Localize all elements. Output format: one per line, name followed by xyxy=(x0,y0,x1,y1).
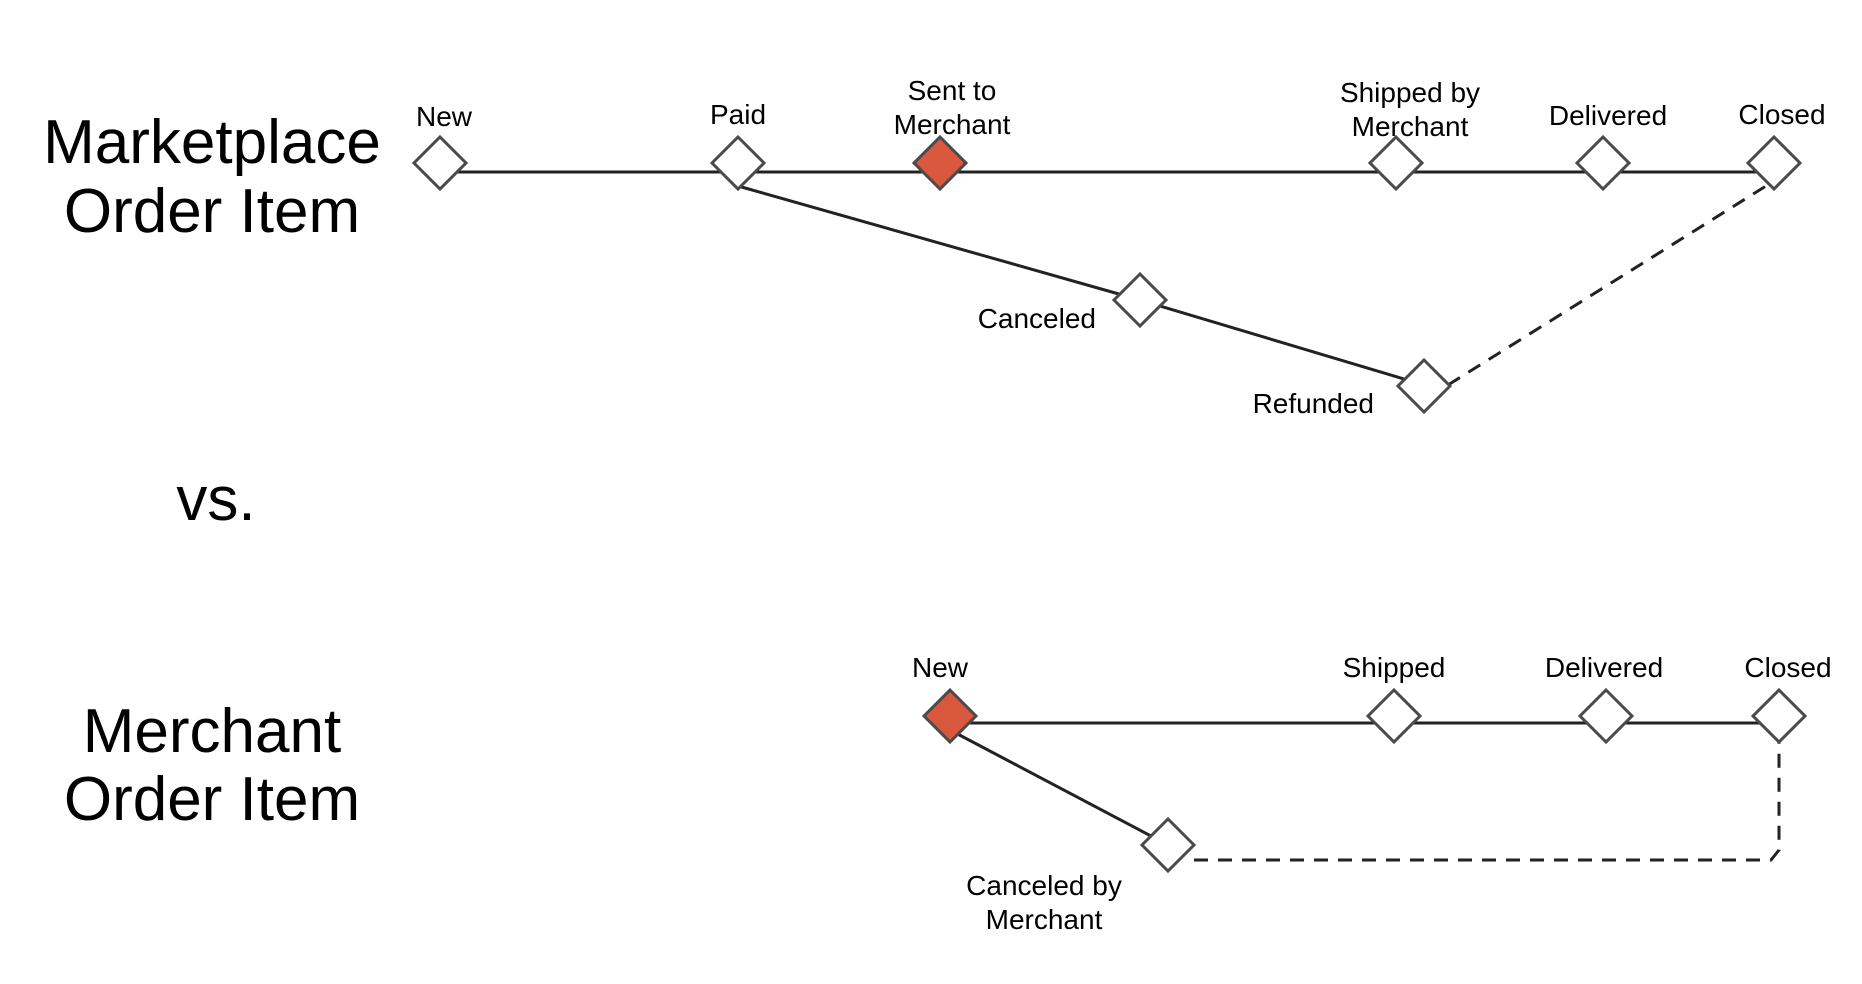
state-closed-label: Closed xyxy=(1738,99,1825,130)
marketplace-edges xyxy=(440,170,1774,387)
edge-canceled-to-refunded xyxy=(1139,298,1425,387)
state-new-label: New xyxy=(416,101,473,132)
state-sent-to-merchant-label-line2: Merchant xyxy=(894,109,1011,140)
state-canceled-node xyxy=(1111,271,1169,329)
state-shipped-by-merchant-node xyxy=(1367,134,1425,192)
state-shipped-label: Shipped xyxy=(1343,652,1446,683)
merchant-title-line2: Order Item xyxy=(64,765,360,834)
state-shipped-node xyxy=(1365,687,1423,745)
edge-refunded-to-closed xyxy=(1447,184,1767,387)
state-canceled-by-merchant-node xyxy=(1139,816,1197,874)
vs-label: vs. xyxy=(176,465,255,534)
state-refunded-label: Refunded xyxy=(1253,388,1374,419)
marketplace-labels: New Paid Sent to Merchant Shipped by Mer… xyxy=(416,75,1826,419)
edge-canceled-by-merchant-to-closed xyxy=(1194,742,1781,862)
marketplace-nodes xyxy=(411,134,1803,415)
state-paid-label: Paid xyxy=(710,99,766,130)
state-shipped-by-merchant-label-line2: Merchant xyxy=(1352,111,1469,142)
state-delivered-label: Delivered xyxy=(1545,652,1663,683)
marketplace-title-line1: Marketplace xyxy=(43,108,381,177)
state-delivered-node xyxy=(1574,134,1632,192)
state-new-node xyxy=(921,687,979,745)
state-closed-node xyxy=(1750,687,1808,745)
state-canceled-by-merchant-label-line1: Canceled by xyxy=(966,870,1122,901)
merchant-nodes xyxy=(921,687,1808,874)
merchant-title-line1: Merchant xyxy=(83,697,341,766)
edge-new-to-canceled-by-merchant xyxy=(949,728,1169,847)
state-canceled-label: Canceled xyxy=(978,303,1096,334)
state-sent-to-merchant-label-line1: Sent to xyxy=(908,75,997,106)
state-canceled-by-merchant-label-line2: Merchant xyxy=(986,904,1103,935)
state-new-node xyxy=(411,134,469,192)
state-delivered-label: Delivered xyxy=(1549,100,1667,131)
state-paid-node xyxy=(709,134,767,192)
state-sent-to-merchant-node xyxy=(911,134,969,192)
state-refunded-node xyxy=(1395,357,1453,415)
merchant-labels: New Shipped Delivered Closed Canceled by… xyxy=(912,652,1832,935)
state-delivered-node xyxy=(1577,687,1635,745)
state-shipped-by-merchant-label-line1: Shipped by xyxy=(1340,77,1480,108)
edge-paid-to-canceled xyxy=(737,184,1141,302)
state-closed-node xyxy=(1745,134,1803,192)
state-closed-label: Closed xyxy=(1744,652,1831,683)
merchant-edges xyxy=(949,721,1781,862)
marketplace-title-line2: Order Item xyxy=(64,177,360,246)
state-new-label: New xyxy=(912,652,969,683)
